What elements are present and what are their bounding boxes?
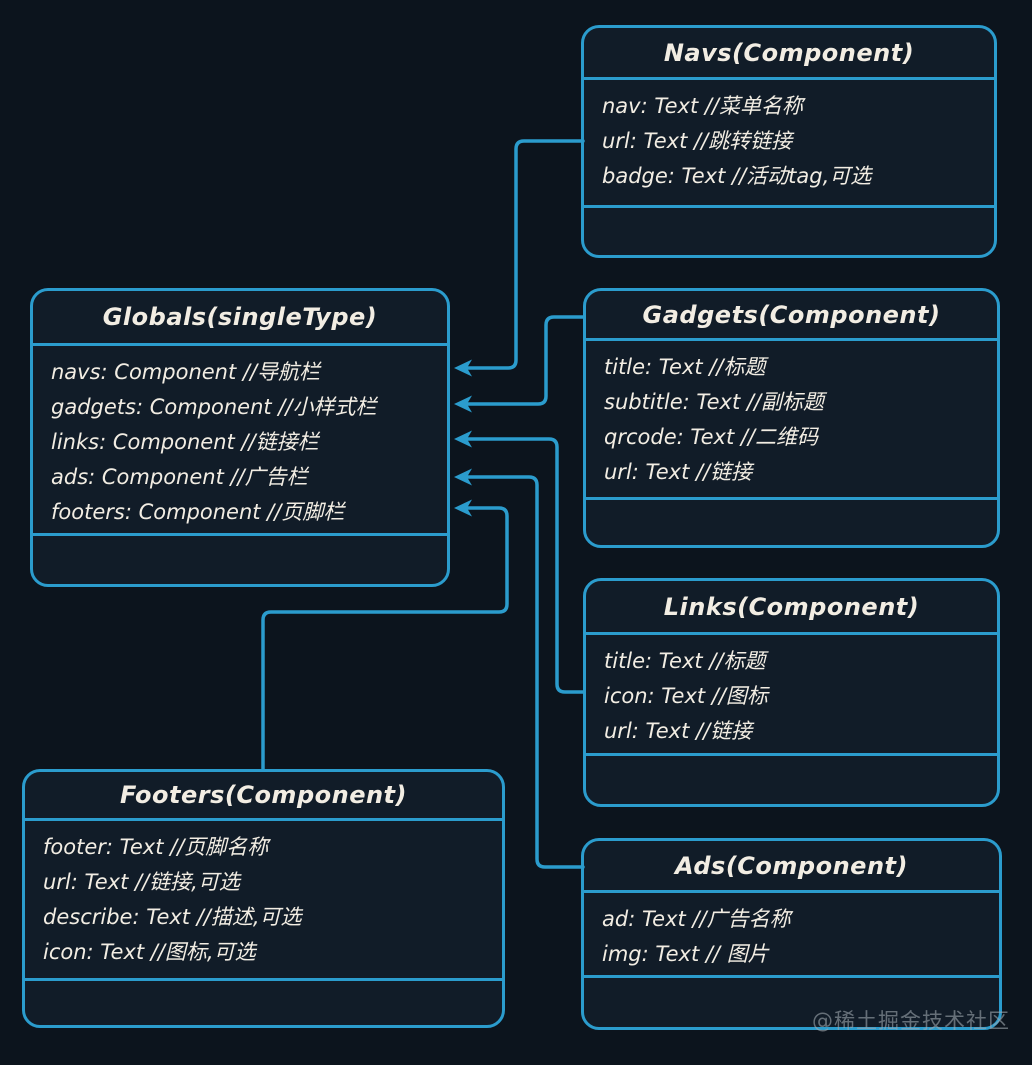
arrowhead-icon [454, 430, 472, 448]
entity-footers-fields: footer: Text //页脚名称 url: Text //链接,可选 de… [25, 821, 502, 981]
entity-globals-empty-section [33, 536, 447, 584]
entity-links-empty-section [586, 756, 997, 804]
connector-links-to-globals [464, 437, 585, 694]
field-title: title: Text //标题 [604, 355, 766, 379]
field-describe: describe: Text //描述,可选 [43, 905, 302, 929]
field-url: url: Text //链接,可选 [43, 870, 240, 894]
field-ad: ad: Text //广告名称 [602, 907, 791, 931]
entity-footers-empty-section [25, 981, 502, 1025]
entity-ads-title: Ads(Component) [584, 841, 999, 893]
field-subtitle: subtitle: Text //副标题 [604, 390, 825, 414]
field-icon: icon: Text //图标,可选 [43, 940, 256, 964]
entity-links-title: Links(Component) [586, 581, 997, 635]
entity-links: Links(Component) title: Text //标题 icon: … [583, 578, 1000, 807]
field-img: img: Text // 图片 [602, 942, 769, 966]
entity-navs-empty-section [584, 208, 994, 255]
field-icon: icon: Text //图标 [604, 684, 768, 708]
entity-gadgets-empty-section [586, 500, 997, 545]
arrowhead-icon [454, 499, 472, 517]
field-badge: badge: Text //活动tag,可选 [602, 164, 872, 188]
field-footer: footer: Text //页脚名称 [43, 835, 269, 859]
field-navs: navs: Component //导航栏 [51, 360, 321, 384]
field-links: links: Component //链接栏 [51, 430, 319, 454]
field-qrcode: qrcode: Text //二维码 [604, 425, 818, 449]
watermark: @稀土掘金技术社区 [812, 1009, 1010, 1033]
arrowhead-icon [454, 395, 472, 413]
arrowhead-icon [454, 359, 472, 377]
entity-globals-title: Globals(singleType) [33, 291, 447, 346]
field-title: title: Text //标题 [604, 649, 766, 673]
field-footers: footers: Component //页脚栏 [51, 500, 345, 524]
arrowhead-icon [454, 468, 472, 486]
field-url: url: Text //链接 [604, 719, 753, 743]
entity-navs-fields: nav: Text //菜单名称 url: Text //跳转链接 badge:… [584, 80, 994, 208]
field-gadgets: gadgets: Component //小样式栏 [51, 395, 377, 419]
entity-navs: Navs(Component) nav: Text //菜单名称 url: Te… [581, 25, 997, 258]
entity-ads: Ads(Component) ad: Text //广告名称 img: Text… [581, 838, 1002, 1030]
field-url: url: Text //链接 [604, 460, 753, 484]
connector-gadgets-to-globals [464, 315, 585, 406]
entity-footers: Footers(Component) footer: Text //页脚名称 u… [22, 769, 505, 1028]
field-ads: ads: Component //广告栏 [51, 465, 308, 489]
field-url: url: Text //跳转链接 [602, 129, 793, 153]
entity-gadgets-title: Gadgets(Component) [586, 291, 997, 341]
entity-gadgets: Gadgets(Component) title: Text //标题 subt… [583, 288, 1000, 548]
entity-globals: Globals(singleType) navs: Component //导航… [30, 288, 450, 587]
connector-navs-to-globals [464, 139, 585, 370]
entity-footers-title: Footers(Component) [25, 772, 502, 821]
field-nav: nav: Text //菜单名称 [602, 94, 803, 118]
entity-links-fields: title: Text //标题 icon: Text //图标 url: Te… [586, 635, 997, 756]
entity-gadgets-fields: title: Text //标题 subtitle: Text //副标题 qr… [586, 341, 997, 500]
entity-globals-fields: navs: Component //导航栏 gadgets: Component… [33, 346, 447, 536]
entity-ads-fields: ad: Text //广告名称 img: Text // 图片 [584, 893, 999, 978]
entity-navs-title: Navs(Component) [584, 28, 994, 80]
